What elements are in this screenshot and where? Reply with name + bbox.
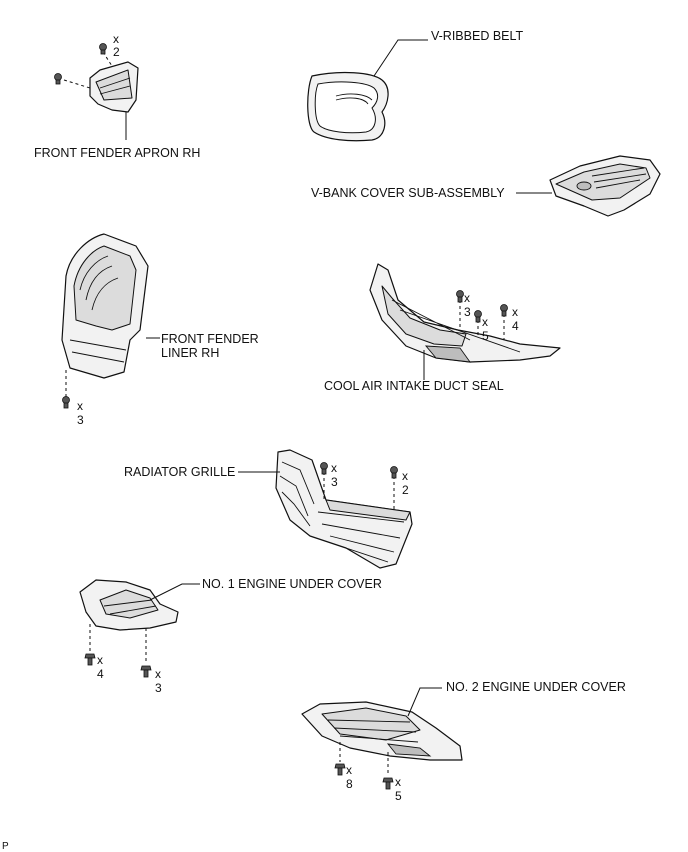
label-no1-engine-under-cover: NO. 1 ENGINE UNDER COVER <box>202 577 382 591</box>
label-v-bank-cover: V-BANK COVER SUB-ASSEMBLY <box>311 186 505 200</box>
qty-x: x <box>113 32 119 46</box>
qty-cover1-bolt-a: 4 <box>97 667 104 681</box>
label-front-fender-apron-rh: FRONT FENDER APRON RH <box>34 146 200 160</box>
bolt-icon <box>334 763 346 776</box>
clip-icon <box>474 310 482 323</box>
qty-duct-seal-clip-c: 4 <box>512 319 519 333</box>
bolt-icon <box>84 653 96 666</box>
qty-liner-clip: 3 <box>77 413 84 427</box>
qty-x: x <box>402 469 408 483</box>
v-bank-cover-sub-assembly: V-BANK COVER SUB-ASSEMBLY <box>311 155 661 217</box>
qty-apron-clip: 2 <box>113 45 120 59</box>
qty-x: x <box>482 315 488 329</box>
qty-grille-clip-b: 2 <box>402 483 409 497</box>
clip-icon <box>99 43 107 55</box>
qty-cover2-bolt-a: 8 <box>346 777 353 791</box>
clip-icon <box>390 466 398 479</box>
front-fender-apron-rh: x 2 FRONT FENDER APRON RH <box>34 32 200 160</box>
label-no2-engine-under-cover: NO. 2 ENGINE UNDER COVER <box>446 680 626 694</box>
label-front-fender-liner-line2: LINER RH <box>161 346 219 360</box>
corner-mark: P <box>2 841 9 852</box>
clip-icon <box>320 462 328 475</box>
qty-duct-seal-clip-b: 5 <box>482 329 489 343</box>
bolt-icon <box>382 777 394 790</box>
qty-x: x <box>331 461 337 475</box>
qty-x: x <box>512 305 518 319</box>
clip-icon <box>62 396 70 409</box>
qty-x: x <box>97 653 103 667</box>
bolt-icon <box>140 665 152 678</box>
label-radiator-grille: RADIATOR GRILLE <box>124 465 235 479</box>
qty-x: x <box>155 667 161 681</box>
qty-x: x <box>464 291 470 305</box>
clip-icon <box>456 290 464 303</box>
label-front-fender-liner-line1: FRONT FENDER <box>161 332 259 346</box>
qty-x: x <box>395 775 401 789</box>
qty-x: x <box>346 763 352 777</box>
qty-x: x <box>77 399 83 413</box>
qty-grille-clip-a: 3 <box>331 475 338 489</box>
no2-engine-under-cover: x 8 x 5 NO. 2 ENGINE UNDER COVER <box>301 680 626 803</box>
label-v-ribbed-belt: V-RIBBED BELT <box>431 29 524 43</box>
clip-icon <box>54 73 62 85</box>
qty-cover1-bolt-b: 3 <box>155 681 162 695</box>
cool-air-intake-duct-seal: x 3 x 5 x 4 COOL AIR INTAKE DUCT SEAL <box>324 263 561 393</box>
front-fender-liner-rh: x 3 FRONT FENDER LINER RH <box>61 233 259 427</box>
no1-engine-under-cover: x 4 x 3 NO. 1 ENGINE UNDER COVER <box>79 577 382 695</box>
radiator-grille: x 3 x 2 RADIATOR GRILLE <box>124 449 413 569</box>
qty-cover2-bolt-b: 5 <box>395 789 402 803</box>
qty-duct-seal-clip-a: 3 <box>464 305 471 319</box>
clip-icon <box>500 304 508 317</box>
v-ribbed-belt: V-RIBBED BELT <box>307 29 524 142</box>
label-cool-air-intake-duct-seal: COOL AIR INTAKE DUCT SEAL <box>324 379 504 393</box>
